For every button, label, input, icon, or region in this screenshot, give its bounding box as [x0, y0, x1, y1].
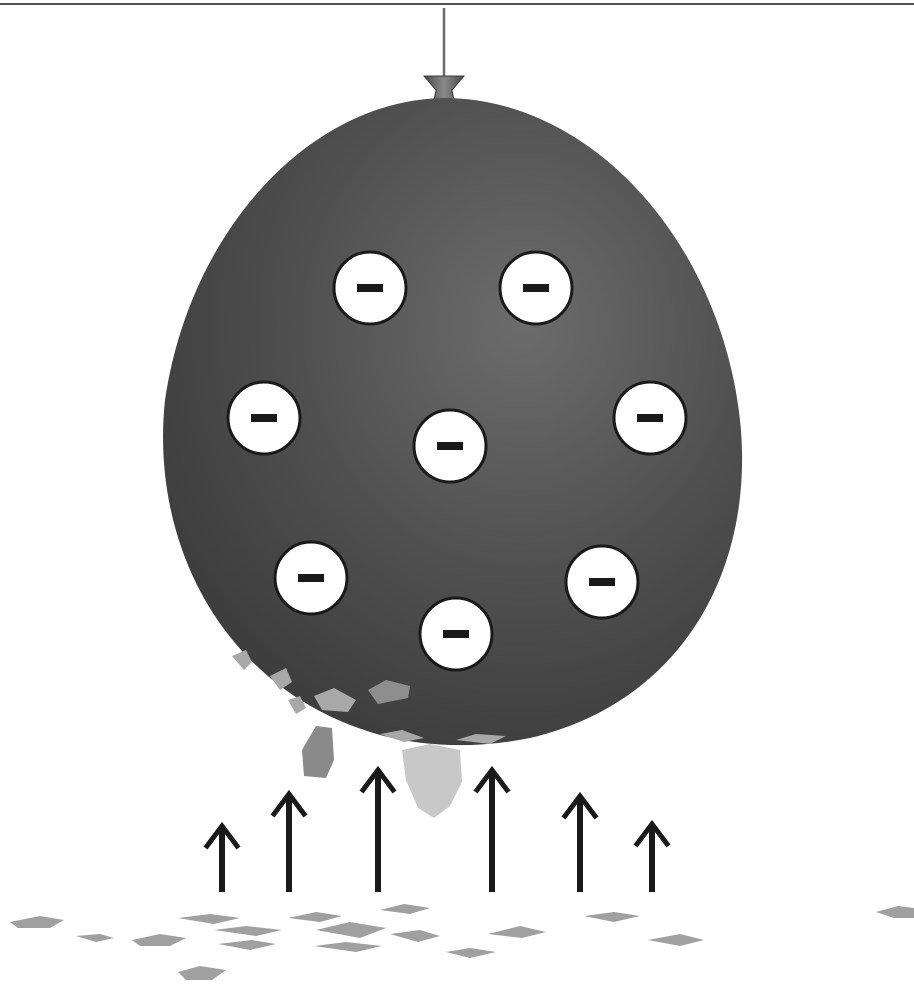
up-arrow-icon [565, 796, 595, 892]
minus-sign [523, 284, 549, 292]
negative-charge-icon [228, 382, 300, 454]
up-arrow-icon [363, 770, 393, 892]
balloon-knot [424, 76, 464, 100]
negative-charge-icon [275, 542, 347, 614]
minus-sign [298, 574, 324, 582]
up-arrow-icon [477, 770, 507, 892]
ground-paper-bits [10, 904, 914, 980]
minus-sign [437, 442, 463, 450]
negative-charge-icon [566, 546, 638, 618]
up-arrow-icon [637, 824, 667, 892]
negative-charge-icon [420, 598, 492, 670]
minus-sign [589, 578, 615, 586]
minus-sign [251, 414, 277, 422]
up-arrow-icon [274, 794, 304, 892]
minus-sign [357, 284, 383, 292]
up-arrow-icon [207, 826, 237, 892]
negative-charge-icon [614, 382, 686, 454]
minus-sign [637, 414, 663, 422]
negative-charge-icon [334, 252, 406, 324]
negative-charge-icon [500, 252, 572, 324]
negative-charge-icon [414, 410, 486, 482]
minus-sign [443, 630, 469, 638]
